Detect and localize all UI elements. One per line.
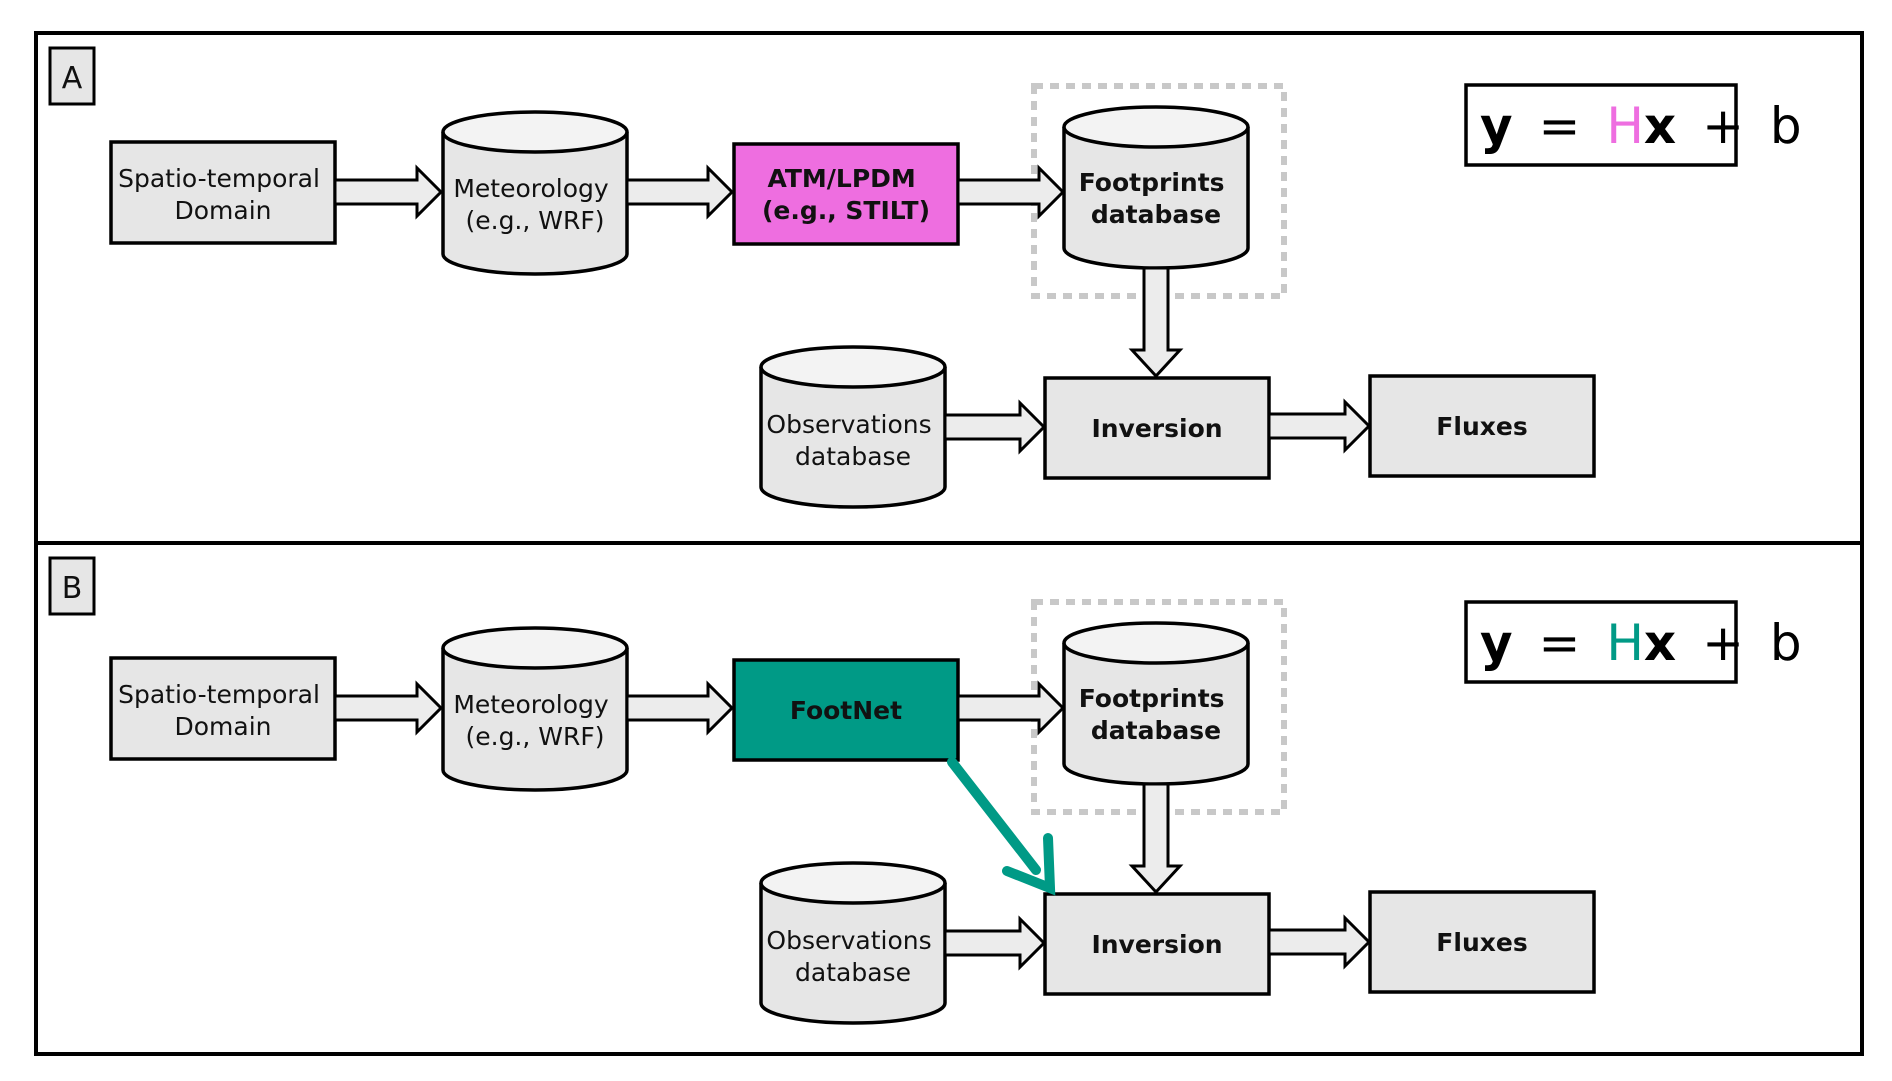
panel-b-fluxes-label: Fluxes	[1436, 928, 1527, 957]
panel-a-arrow-footprints-inversion	[1128, 266, 1184, 379]
panel-a-arrow-observations-inversion	[943, 399, 1047, 455]
panel-a-letter-box	[48, 46, 96, 106]
panel-a-model-label: ATM/LPDM (e.g., STILT)	[762, 164, 930, 225]
panel-b-inversion-label: Inversion	[1091, 930, 1222, 959]
panel-a-arrow-model-footprints	[956, 164, 1066, 220]
panel-a-inversion-label: Inversion	[1091, 414, 1222, 443]
panel-b-domain-box	[109, 656, 337, 761]
panel-b-arrow-domain-meteorology	[333, 680, 444, 736]
panel-a-letter: A	[62, 61, 83, 96]
panel-b-footprints-database	[1062, 621, 1250, 786]
panel-a-observations-database	[759, 345, 947, 509]
panel-b-equation-box	[1464, 600, 1738, 684]
panel-b-meteorology-database	[441, 626, 629, 792]
panel-b-arrow-footnet-inversion	[947, 757, 1056, 896]
panel-b-arrow-observations-inversion	[943, 915, 1047, 971]
panel-a-arrow-meteorology-model	[625, 164, 735, 220]
panel-a-meteorology-label: Meteorology (e.g., WRF)	[453, 174, 616, 235]
panel-b-meteorology-label: Meteorology (e.g., WRF)	[453, 690, 616, 751]
panel-b-model-label: FootNet	[790, 696, 902, 725]
panel-a-arrow-inversion-fluxes	[1267, 398, 1372, 454]
panel-a-footprints-database	[1062, 105, 1250, 270]
panel-a-fluxes-label: Fluxes	[1436, 412, 1527, 441]
panel-a-inversion-box	[1043, 376, 1271, 480]
panel-a-domain-label: Spatio-temporal Domain	[118, 164, 328, 225]
panel-b-footprints-label: Footprints database	[1079, 684, 1234, 745]
panel-a-footprints-label: Footprints database	[1079, 168, 1234, 229]
panel-b-arrow-meteorology-model	[625, 680, 735, 736]
panel-b-model-box	[732, 658, 960, 762]
panel-b-observations-label: Observations database	[766, 926, 939, 987]
panel-a: A Spatio-temporal Domain Meteorology (e.…	[48, 46, 1802, 509]
panel-a-fluxes-box	[1368, 374, 1596, 478]
panel-a-equation: y = Hx + b	[1480, 97, 1802, 155]
panel-b-equation: y = Hx + b	[1480, 614, 1802, 672]
panel-b-arrow-model-footprints	[956, 680, 1066, 736]
panel-b-domain-label: Spatio-temporal Domain	[118, 680, 328, 741]
panel-a-meteorology-database	[441, 110, 629, 276]
panel-a-model-box	[732, 142, 960, 246]
panel-b-arrow-inversion-fluxes	[1267, 914, 1372, 970]
panel-b-observations-database	[759, 861, 947, 1025]
panel-b-letter-box	[48, 556, 96, 616]
panel-a-observations-label: Observations database	[766, 410, 939, 471]
panel-b: B Spatio-temporal Domain Meteorology (e.…	[48, 556, 1802, 1025]
panel-a-arrow-domain-meteorology	[333, 164, 444, 220]
panel-b-inversion-box	[1043, 892, 1271, 996]
panel-b-letter: B	[62, 571, 83, 606]
panel-a-equation-box	[1464, 83, 1738, 167]
panel-b-arrow-footprints-inversion	[1128, 782, 1184, 895]
